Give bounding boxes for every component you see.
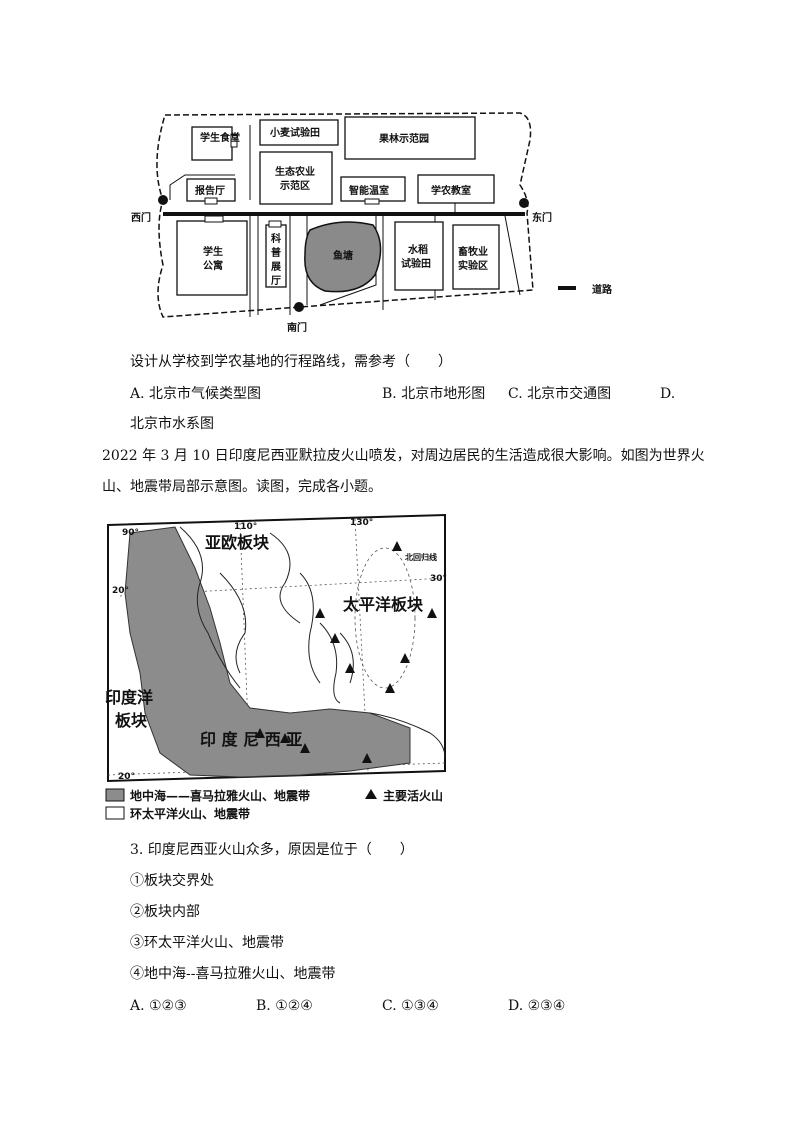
dorm-label-1: 学生 (203, 245, 223, 258)
rice-field-box (394, 221, 444, 291)
rice-field-label-1: 水稻 (407, 243, 428, 256)
indian-plate-label-2: 板块 (115, 711, 148, 730)
science-hall-door (268, 220, 282, 228)
route-option-d-label: D. (660, 386, 676, 402)
east-gate-label: 东门 (532, 211, 552, 224)
legend-pacific-label: 环太平洋火山、地震带 (130, 806, 250, 821)
indonesia-label: 印 度 尼 西 亚 (200, 730, 302, 749)
fish-pond-label: 鱼塘 (333, 249, 353, 262)
classroom-box (417, 174, 495, 204)
west-gate-dot (158, 195, 168, 205)
route-option-a: A. 北京市气候类型图 (130, 386, 262, 402)
eco-farm-label-1: 生态农业 (275, 165, 315, 178)
greenhouse-box (340, 176, 406, 202)
islands-label: 北回归线 (405, 552, 437, 562)
route-option-d-text: 北京市水系图 (130, 416, 214, 432)
lat-20n-label: 20° (112, 586, 129, 596)
volcano-map: 90° 110° 130° 20° 30° 20° 亚欧板块 太平洋板块 印度洋… (105, 513, 447, 821)
q3-item-4: ④地中海--喜马拉雅火山、地震带 (130, 966, 336, 982)
south-gate-label: 南门 (287, 321, 307, 334)
volcano-markers (255, 541, 437, 763)
lon-130-label: 130° (350, 518, 373, 528)
indian-plate-label-1: 印度洋 (105, 688, 153, 707)
lecture-hall-door (204, 197, 218, 205)
lon-110-label: 110° (234, 522, 257, 532)
livestock-label-1: 畜牧业 (458, 245, 488, 258)
wheat-field-box (259, 119, 339, 146)
intro-line-1: 2022 年 3 月 10 日印度尼西亚默拉皮火山喷发，对周边居民的生活造成很大… (102, 448, 705, 464)
wheat-field-label: 小麦试验田 (269, 126, 320, 139)
orchard-box (344, 116, 476, 160)
q3-stem: 3. 印度尼西亚火山众多，原因是位于（ ） (130, 842, 414, 858)
legend-med-swatch (105, 788, 125, 802)
east-gate-dot (519, 198, 529, 208)
legend-pacific-swatch (105, 806, 125, 820)
land-outlines (179, 526, 446, 759)
livestock-label-2: 实验区 (458, 259, 488, 272)
livestock-box (452, 224, 500, 290)
eco-farm-label-2: 示范区 (280, 179, 310, 192)
legend-med-label: 地中海——喜马拉雅火山、地震带 (130, 788, 310, 803)
q3-item-1: ①板块交界处 (130, 873, 214, 889)
q3-option-a: A. ①②③ (130, 998, 187, 1014)
classroom-label: 学农教室 (431, 184, 471, 197)
lecture-hall-label: 报告厅 (195, 184, 225, 197)
legend-volcano-icon (365, 789, 377, 799)
lat-30-label: 30° (430, 574, 447, 584)
intro-line-2: 山、地震带局部示意图。读图，完成各小题。 (102, 479, 382, 495)
pacific-ring-outline (354, 547, 416, 689)
science-hall-char-2: 普 (271, 246, 281, 259)
dorm-door (204, 215, 224, 223)
eco-farm-box (259, 151, 333, 205)
route-option-b: B. 北京市地形图 (382, 386, 486, 402)
greenhouse-label: 智能温室 (349, 184, 389, 197)
cafeteria-door (230, 134, 238, 148)
eurasian-plate-label: 亚欧板块 (205, 533, 270, 552)
lat-20s-label: 20° (118, 772, 135, 782)
campus-boundary (156, 112, 534, 318)
science-hall-char-1: 科 (271, 232, 281, 245)
cafeteria-label: 学生食堂 (200, 131, 240, 144)
q3-option-b: B. ①②④ (256, 998, 313, 1014)
dorm-box (176, 220, 248, 296)
q3-item-2: ②板块内部 (130, 904, 200, 920)
med-himalaya-belt (124, 526, 411, 778)
science-hall-char-4: 厅 (271, 275, 281, 287)
q3-option-c: C. ①③④ (382, 998, 439, 1014)
lon-90-label: 90° (122, 528, 139, 538)
west-gate-label: 西门 (131, 211, 151, 224)
science-hall-char-3: 展 (271, 261, 281, 273)
q3-option-d: D. ②③④ (508, 998, 566, 1014)
dorm-label-2: 公寓 (203, 259, 223, 272)
greenhouse-door (364, 198, 380, 205)
south-gate-dot (294, 302, 304, 312)
route-question-stem: 设计从学校到学农基地的行程路线，需参考（ ） (130, 354, 452, 370)
orchard-label: 果林示范园 (378, 132, 429, 145)
q3-item-3: ③环太平洋火山、地震带 (130, 935, 284, 951)
pacific-plate-label: 太平洋板块 (342, 595, 424, 614)
route-option-c: C. 北京市交通图 (508, 386, 612, 402)
road-legend-swatch (558, 286, 576, 290)
road-legend-label: 道路 (592, 283, 613, 296)
fish-pond (304, 221, 382, 293)
campus-map: 西门 东门 南门 学生食堂 小麦试验田 果林示范园 生态农业 示范区 报告厅 智… (131, 112, 613, 334)
legend-volcano-label: 主要活火山 (383, 788, 443, 803)
rice-field-label-2: 试验田 (401, 257, 431, 270)
